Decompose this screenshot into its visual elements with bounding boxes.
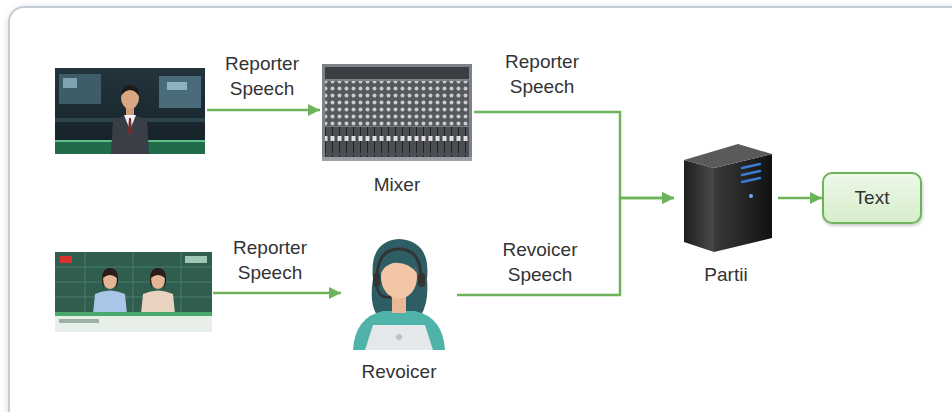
- output-box: Text: [822, 172, 922, 224]
- box-label: Text: [855, 186, 890, 211]
- image-caption: Partii: [674, 263, 778, 288]
- image-caption: Revoicer: [341, 360, 457, 385]
- signal-connector: [778, 197, 822, 200]
- revoicer-icon: [343, 233, 455, 350]
- mixer-image: [322, 64, 472, 161]
- edge-label: Reporter Speech: [503, 50, 581, 99]
- tv-studio-image: [55, 252, 212, 332]
- signal-label: Reporter Speech: [231, 236, 309, 285]
- server-image: [676, 138, 776, 253]
- signal-label: Reporter Speech: [223, 52, 301, 101]
- tv-studio-image: [55, 68, 205, 154]
- revoicer-node: Revoicer: [341, 233, 457, 385]
- image-caption: Mixer: [320, 173, 474, 198]
- signal-arrow: [207, 109, 320, 112]
- signal-connector: [457, 198, 674, 295]
- signal-arrow: [213, 292, 341, 295]
- server-node: Partii: [674, 138, 778, 288]
- mixer-node: Mixer: [320, 64, 474, 198]
- signal-connector: [474, 112, 674, 198]
- edge-label: Revoicer Speech: [501, 238, 580, 287]
- outer-frame: [8, 6, 952, 412]
